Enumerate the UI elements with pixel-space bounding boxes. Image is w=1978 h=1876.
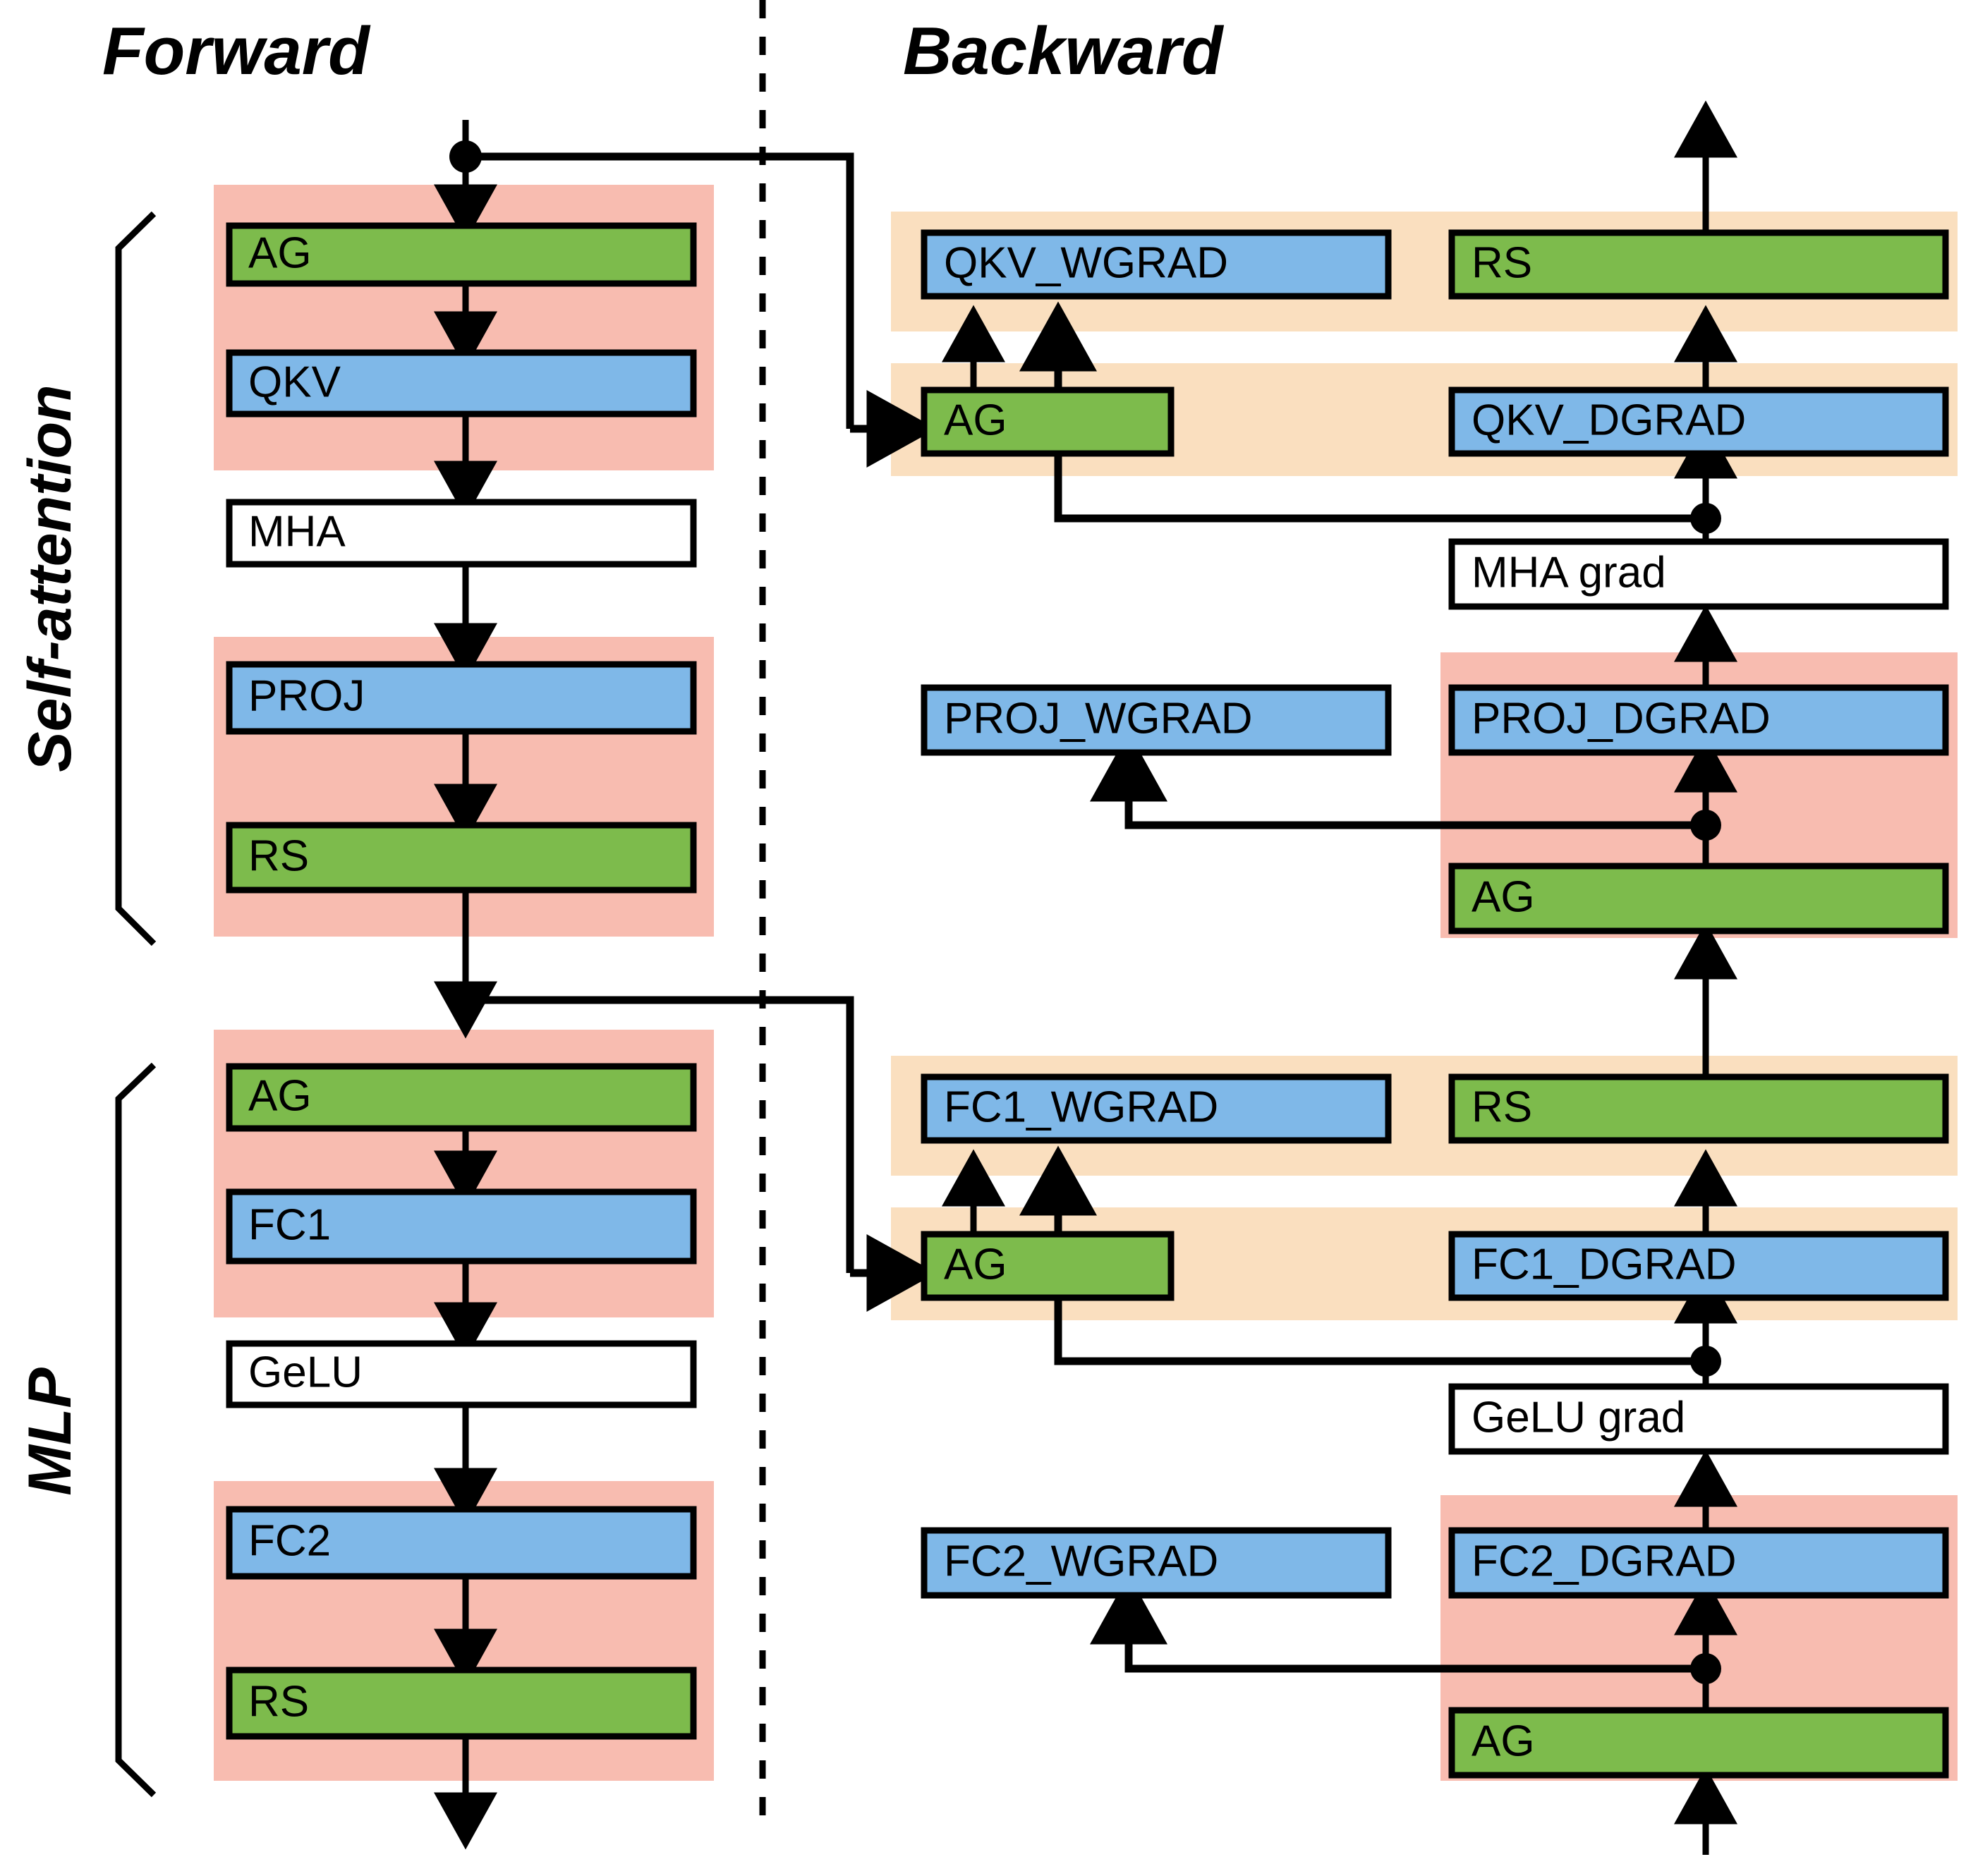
- fwd-block-rs2-label: RS: [248, 1677, 309, 1726]
- backward-boxes: QKV_WGRAD RS AG QKV_DGRAD MHA grad PROJ_…: [921, 229, 1949, 1779]
- header-backward: Backward: [903, 13, 1225, 89]
- bwd-block-proj-dgrad[interactable]: PROJ_DGRAD: [1448, 684, 1949, 756]
- forward-boxes: AG QKV MHA PROJ RS AG FC1 GeLU: [226, 222, 697, 1740]
- edge-skip-mlp: [466, 996, 854, 1273]
- bwd-block-fc2-wgrad-label: FC2_WGRAD: [944, 1537, 1218, 1585]
- bwd-block-ag2-label: AG: [1472, 872, 1535, 921]
- bwd-block-ag1[interactable]: AG: [921, 386, 1175, 457]
- fwd-block-rs1-label: RS: [248, 832, 309, 880]
- backward-edges: [942, 100, 1737, 1855]
- tap-dot-bwd-fc1dgrad: [1690, 1346, 1721, 1377]
- bwd-block-rs1-label: RS: [1472, 238, 1532, 287]
- side-label-mlp: MLP: [16, 1368, 84, 1496]
- bwd-block-qkv-wgrad-label: QKV_WGRAD: [944, 238, 1228, 287]
- bwd-block-mha-grad-label: MHA grad: [1472, 548, 1666, 597]
- bwd-block-qkv-dgrad[interactable]: QKV_DGRAD: [1448, 386, 1949, 457]
- bwd-block-qkv-wgrad[interactable]: QKV_WGRAD: [921, 229, 1392, 300]
- bwd-block-proj-wgrad-label: PROJ_WGRAD: [944, 694, 1252, 743]
- bwd-block-fc1-dgrad-label: FC1_DGRAD: [1472, 1240, 1737, 1289]
- tap-dot-bwd-fc2dgrad: [1690, 1653, 1721, 1684]
- fwd-block-ag2[interactable]: AG: [226, 1063, 697, 1132]
- bwd-block-ag4[interactable]: AG: [1448, 1707, 1949, 1779]
- fwd-block-ag2-label: AG: [248, 1071, 312, 1120]
- edge-bwd-fc2tap-to-fc2wgrad: [1090, 1574, 1706, 1673]
- edge-skip-sa: [466, 152, 854, 429]
- bwd-block-fc1-wgrad-label: FC1_WGRAD: [944, 1083, 1218, 1131]
- bwd-block-fc1-wgrad[interactable]: FC1_WGRAD: [921, 1073, 1392, 1144]
- bwd-block-fc2-dgrad[interactable]: FC2_DGRAD: [1448, 1527, 1949, 1599]
- bwd-block-ag2[interactable]: AG: [1448, 863, 1949, 934]
- bwd-block-rs2[interactable]: RS: [1448, 1073, 1949, 1144]
- bwd-block-proj-dgrad-label: PROJ_DGRAD: [1472, 694, 1771, 743]
- edge-bwd-dgrad-tap-to-wgrad: [1019, 301, 1706, 523]
- tap-dot-mlp: [449, 984, 482, 1016]
- bwd-block-fc2-dgrad-label: FC2_DGRAD: [1472, 1537, 1737, 1585]
- bwd-block-fc1-dgrad[interactable]: FC1_DGRAD: [1448, 1231, 1949, 1301]
- tap-dot-bwd-qkvdgrad: [1690, 503, 1721, 534]
- fwd-block-gelu-label: GeLU: [248, 1348, 363, 1396]
- bwd-block-rs1[interactable]: RS: [1448, 229, 1949, 300]
- fwd-block-mha-label: MHA: [248, 507, 346, 556]
- bwd-block-ag4-label: AG: [1472, 1717, 1535, 1765]
- bwd-block-gelu-grad[interactable]: GeLU grad: [1448, 1383, 1949, 1455]
- fwd-block-rs2[interactable]: RS: [226, 1667, 697, 1740]
- bwd-block-gelu-grad-label: GeLU grad: [1472, 1393, 1685, 1442]
- bwd-block-rs2-label: RS: [1472, 1083, 1532, 1131]
- tap-dot-bwd-projdgrad: [1690, 810, 1721, 841]
- side-label-self-attention: Self-attention: [16, 384, 84, 772]
- fwd-block-qkv[interactable]: QKV: [226, 349, 697, 418]
- bracket-self-attention: [115, 211, 157, 946]
- fwd-block-ag1[interactable]: AG: [226, 222, 697, 287]
- fwd-block-ag1-label: AG: [248, 229, 312, 277]
- fwd-block-fc2[interactable]: FC2: [226, 1506, 697, 1580]
- fwd-block-mha[interactable]: MHA: [226, 499, 697, 568]
- bwd-block-ag3-label: AG: [944, 1240, 1007, 1289]
- fwd-block-qkv-label: QKV: [248, 358, 341, 406]
- fwd-block-proj[interactable]: PROJ: [226, 661, 697, 735]
- fwd-block-fc1[interactable]: FC1: [226, 1188, 697, 1265]
- fwd-block-gelu[interactable]: GeLU: [226, 1340, 697, 1408]
- fwd-block-fc2-label: FC2: [248, 1516, 331, 1565]
- edge-bwd-projtap-to-projwgrad: [1090, 731, 1706, 829]
- edge-bwd-fc1tap-to-fc1wgrad: [1019, 1145, 1706, 1365]
- section-brackets: [115, 211, 157, 1798]
- header-forward: Forward: [102, 13, 371, 89]
- bwd-block-qkv-dgrad-label: QKV_DGRAD: [1472, 396, 1746, 444]
- fwd-block-rs1[interactable]: RS: [226, 822, 697, 894]
- fwd-block-fc1-label: FC1: [248, 1200, 331, 1249]
- fwd-block-proj-label: PROJ: [248, 671, 365, 720]
- tap-dot-sa: [449, 140, 482, 173]
- forward-edges: [434, 120, 937, 1850]
- bracket-mlp: [115, 1062, 157, 1798]
- bwd-block-ag3[interactable]: AG: [921, 1231, 1175, 1301]
- bwd-block-ag1-label: AG: [944, 396, 1007, 444]
- bwd-block-proj-wgrad[interactable]: PROJ_WGRAD: [921, 684, 1392, 756]
- bwd-block-mha-grad[interactable]: MHA grad: [1448, 538, 1949, 610]
- bwd-block-fc2-wgrad[interactable]: FC2_WGRAD: [921, 1527, 1392, 1599]
